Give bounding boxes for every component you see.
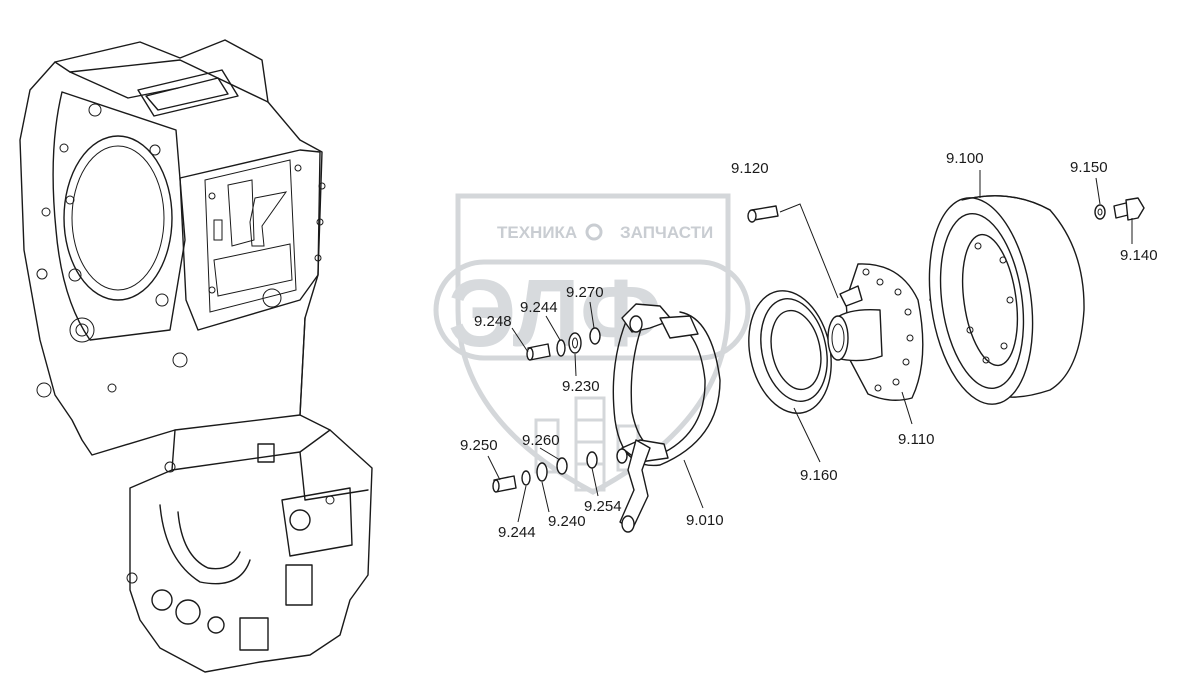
flange-bolt-holes xyxy=(36,103,326,473)
callout-9-160: 9.160 xyxy=(800,467,838,484)
callout-9-244-lower: 9.244 xyxy=(498,524,536,541)
callout-9-010: 9.010 xyxy=(686,512,724,529)
callout-9-260: 9.260 xyxy=(522,432,560,449)
callout-9-120: 9.120 xyxy=(731,160,769,177)
bolt-9-248-group xyxy=(526,327,601,361)
watermark-text-right: ЗАПЧАСТИ xyxy=(620,223,713,242)
callout-labels: 9.120 9.100 9.150 9.140 9.270 9.244 9.24… xyxy=(460,150,1158,541)
watermark-text-left: ТЕХНИКА xyxy=(497,223,577,242)
seal-ring-9-160 xyxy=(748,290,832,414)
drum-hub-9-110 xyxy=(827,263,924,401)
leader-lines xyxy=(487,170,1133,523)
callout-9-248: 9.248 xyxy=(474,313,512,330)
callout-9-100: 9.100 xyxy=(946,150,984,167)
callout-9-244-upper: 9.244 xyxy=(520,299,558,316)
callout-9-254: 9.254 xyxy=(584,498,622,515)
brake-drum-9-100 xyxy=(928,195,1085,405)
callout-9-250: 9.250 xyxy=(460,437,498,454)
callout-9-140: 9.140 xyxy=(1120,247,1158,264)
callout-9-270: 9.270 xyxy=(566,284,604,301)
bolt-9-140-group xyxy=(1094,197,1145,221)
callout-9-240: 9.240 xyxy=(548,513,586,530)
housing xyxy=(19,39,373,673)
bolt-9-250-group xyxy=(492,451,598,493)
callout-9-110: 9.110 xyxy=(898,431,934,448)
bolt-9-120 xyxy=(747,205,779,223)
callout-9-150: 9.150 xyxy=(1070,159,1108,176)
gear-icon xyxy=(585,223,603,241)
brake-band-9-010 xyxy=(612,303,721,533)
callout-9-230: 9.230 xyxy=(562,378,600,395)
